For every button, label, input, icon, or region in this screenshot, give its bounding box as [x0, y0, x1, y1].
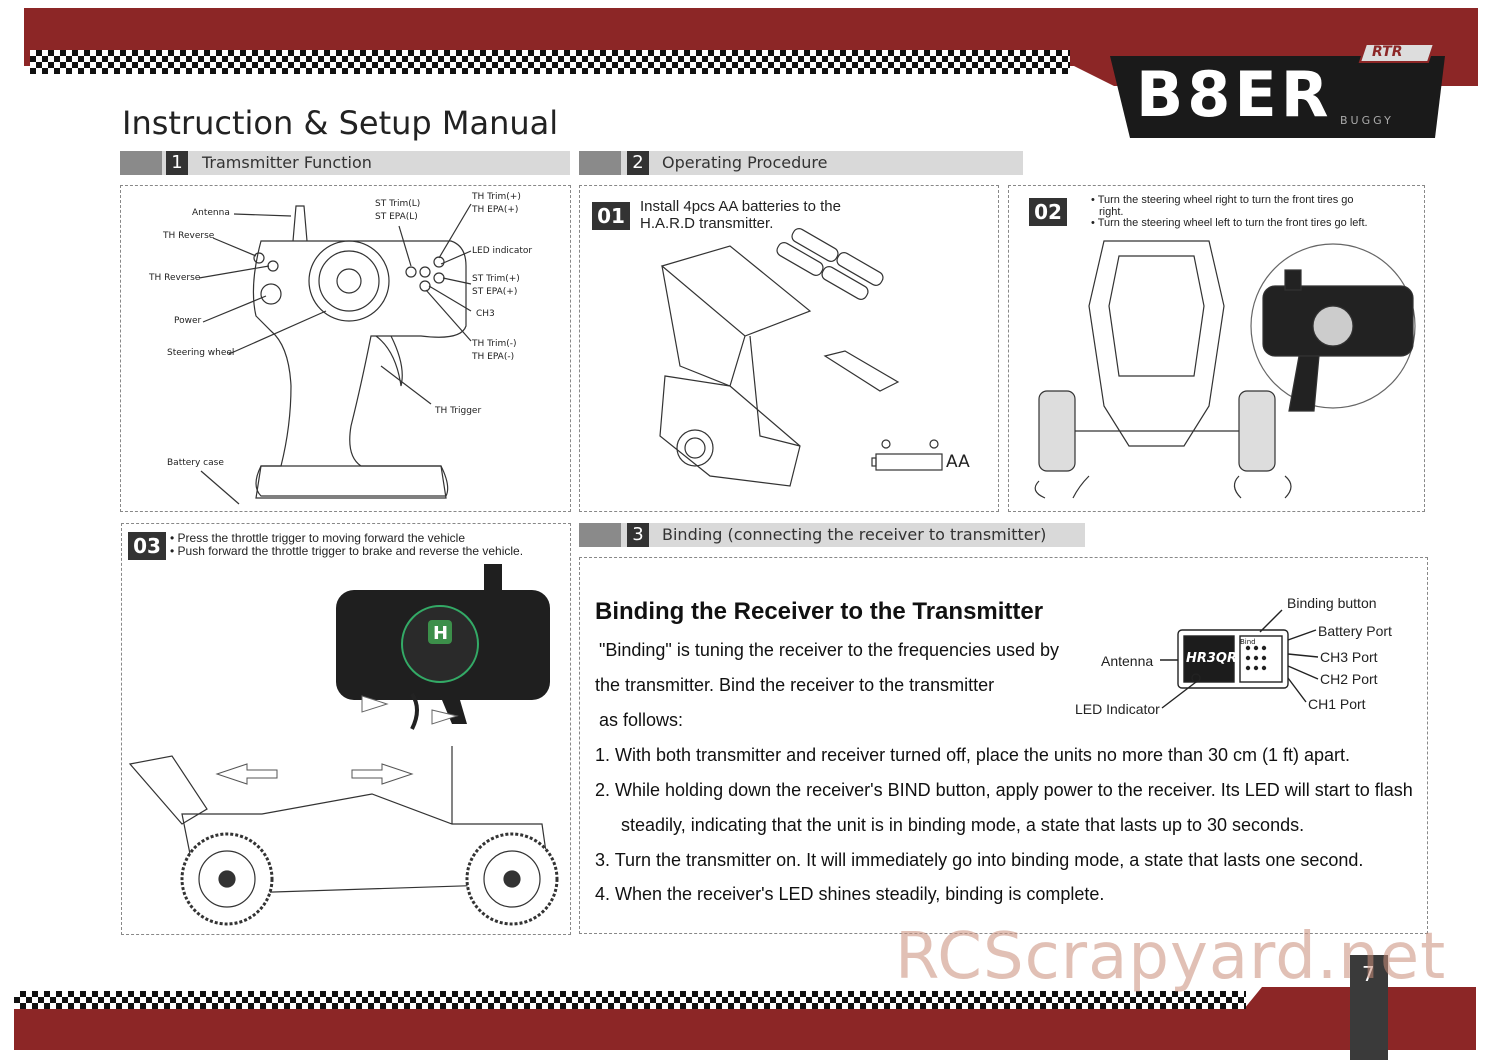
battery-aa-label: AA — [946, 452, 970, 472]
section-2-number: 2 — [627, 151, 649, 175]
receiver-label-battery-port: Battery Port — [1318, 623, 1392, 639]
label-st-epa-plus: ST EPA(+) — [472, 287, 518, 297]
step-02-badge: 02 — [1029, 198, 1067, 226]
step-02-line1b: right. — [1099, 206, 1124, 218]
label-steering-wheel: Steering wheel — [167, 348, 235, 358]
step-02-panel: 02 • Turn the steering wheel right to tu… — [1008, 185, 1425, 512]
label-power: Power — [174, 316, 202, 326]
binding-step-3: 3. Turn the transmitter on. It will imme… — [595, 850, 1364, 870]
binding-intro-2: the transmitter. Bind the receiver to th… — [595, 675, 995, 695]
section-3-title: Binding (connecting the receiver to tran… — [662, 525, 1047, 544]
binding-step-4: 4. When the receiver's LED shines steadi… — [595, 884, 1105, 904]
logo-text: B8ER — [1136, 58, 1333, 131]
receiver-label-ch3: CH3 Port — [1320, 649, 1378, 665]
label-th-reverse-1: TH Reverse — [163, 231, 215, 241]
transmitter-diagram — [198, 203, 472, 505]
section-2-title: Operating Procedure — [662, 153, 828, 172]
label-th-trigger: TH Trigger — [435, 406, 482, 416]
transmitter-function-panel: Antenna TH Reverse TH Reverse Power Stee… — [120, 185, 571, 512]
step-01-line1: Install 4pcs AA batteries to the — [640, 198, 841, 215]
label-led-indicator: LED indicator — [472, 246, 533, 256]
section-1-header: 1 Tramsmitter Function — [120, 151, 570, 175]
footer-banner — [14, 985, 1476, 1050]
watermark: RCScrapyard.net — [895, 920, 1447, 994]
section-3-number: 3 — [627, 523, 649, 547]
throttle-illustration: H — [128, 564, 559, 926]
receiver-label-binding-button: Binding button — [1287, 595, 1377, 611]
label-st-trim-plus: ST Trim(+) — [472, 274, 520, 284]
battery-install-illustration — [659, 228, 943, 487]
binding-intro-1: "Binding" is tuning the receiver to the … — [599, 640, 1060, 660]
binding-panel — [579, 557, 1428, 934]
receiver-diagram: HR3QR Bind Binding button Battery Port A… — [1070, 590, 1410, 720]
step-03-badge: 03 — [128, 532, 166, 560]
binding-step-2a: 2. While holding down the receiver's BIN… — [595, 780, 1413, 800]
svg-text:H: H — [433, 623, 448, 644]
label-st-trim-l: ST Trim(L) — [375, 199, 421, 209]
binding-title: Binding the Receiver to the Transmitter — [595, 598, 1044, 625]
binding-step-1: 1. With both transmitter and receiver tu… — [595, 745, 1351, 765]
receiver-label-ch1: CH1 Port — [1308, 696, 1366, 712]
steering-illustration — [1034, 240, 1416, 499]
receiver-bind-text: Bind — [1240, 638, 1256, 646]
logo-subtext: BUGGY — [1340, 114, 1394, 127]
binding-step-2b: steadily, indicating that the unit is in… — [621, 815, 1305, 835]
checker-strip-bottom — [14, 991, 1246, 1009]
label-th-epa-minus: TH EPA(-) — [472, 352, 515, 362]
receiver-label-led: LED Indicator — [1075, 701, 1160, 717]
page-title: Instruction & Setup Manual — [122, 104, 559, 142]
receiver-label-ch2: CH2 Port — [1320, 671, 1378, 687]
binding-intro-3: as follows: — [599, 710, 684, 730]
section-1-title: Tramsmitter Function — [202, 153, 372, 172]
label-ch3: CH3 — [476, 309, 495, 319]
label-st-epa-l: ST EPA(L) — [375, 212, 418, 222]
step-03-line2: • Push forward the throttle trigger to b… — [170, 544, 524, 558]
section-1-number: 1 — [166, 151, 188, 175]
step-03-panel: 03 • Press the throttle trigger to movin… — [121, 523, 571, 935]
label-battery-case: Battery case — [167, 458, 224, 468]
label-th-trim-minus: TH Trim(-) — [472, 339, 517, 349]
step-01-panel: 01 Install 4pcs AA batteries to the H.A.… — [579, 185, 999, 512]
section-2-header: 2 Operating Procedure — [579, 151, 1023, 175]
step-02-line2: • Turn the steering wheel left to turn t… — [1091, 217, 1368, 229]
page-number-box — [1350, 955, 1388, 1060]
receiver-model-text: HR3QR — [1186, 651, 1237, 666]
page-number: 7 — [1362, 962, 1375, 986]
label-th-reverse-2: TH Reverse — [149, 273, 201, 283]
step-02-line1: • Turn the steering wheel right to turn … — [1091, 194, 1354, 206]
brand-logo: RTR B8ER BUGGY — [1100, 42, 1450, 138]
section-3-header: 3 Binding (connecting the receiver to tr… — [579, 523, 1085, 547]
label-th-trim-plus: TH Trim(+) — [472, 192, 521, 202]
step-03-line1: • Press the throttle trigger to moving f… — [170, 531, 466, 545]
step-01-line2: H.A.R.D transmitter. — [640, 215, 774, 232]
checker-strip-top — [30, 50, 1070, 74]
logo-badge: RTR — [1372, 44, 1403, 60]
receiver-label-antenna: Antenna — [1101, 653, 1154, 669]
label-antenna: Antenna — [192, 208, 230, 218]
step-01-badge: 01 — [592, 202, 630, 230]
label-th-epa-plus: TH EPA(+) — [472, 205, 519, 215]
